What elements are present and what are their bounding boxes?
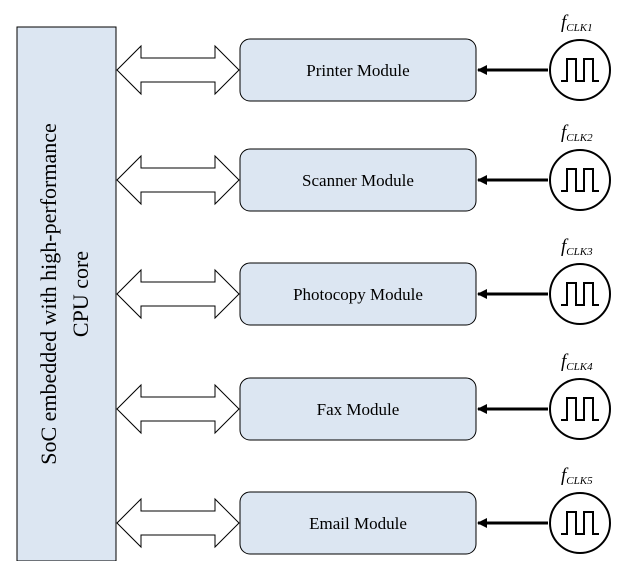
bidirectional-bus-arrow bbox=[116, 497, 240, 549]
clock-label-f: f bbox=[561, 122, 569, 143]
module-label: Scanner Module bbox=[302, 171, 414, 190]
bidirectional-bus-arrow bbox=[116, 268, 240, 320]
square-wave-icon bbox=[561, 282, 599, 306]
module-row: Email Module fCLK5 bbox=[116, 465, 611, 555]
clock-label-sub: CLK4 bbox=[566, 361, 593, 373]
soc-label-line2: CPU core bbox=[68, 251, 93, 337]
module-label: Photocopy Module bbox=[293, 285, 423, 304]
clock-label-f: f bbox=[561, 351, 569, 372]
module-row: Printer Module fCLK1 bbox=[116, 12, 611, 102]
clock-label-sub: CLK1 bbox=[566, 22, 592, 34]
clock-label: fCLK3 bbox=[561, 236, 593, 258]
square-wave-icon bbox=[561, 168, 599, 192]
module-row: Scanner Module fCLK2 bbox=[116, 122, 611, 212]
clock-label-sub: CLK5 bbox=[566, 475, 593, 487]
bidirectional-bus-arrow bbox=[116, 44, 240, 96]
square-wave-icon bbox=[561, 58, 599, 82]
clock-source-circle bbox=[549, 263, 611, 325]
module-box bbox=[239, 377, 477, 441]
clock-label-f: f bbox=[561, 236, 569, 257]
bidirectional-bus-arrow bbox=[116, 383, 240, 435]
clock-source-circle bbox=[549, 149, 611, 211]
soc-block bbox=[16, 26, 117, 561]
clock-source-circle bbox=[549, 39, 611, 101]
clock-label-sub: CLK2 bbox=[566, 132, 593, 144]
clock-label-f: f bbox=[561, 12, 569, 33]
clock-source-circle bbox=[549, 492, 611, 554]
square-wave-icon bbox=[561, 511, 599, 535]
clock-label-f: f bbox=[561, 465, 569, 486]
clock-label: fCLK4 bbox=[561, 351, 593, 373]
square-wave-icon bbox=[561, 397, 599, 421]
soc-label-line1: SoC embedded with high-performance bbox=[36, 123, 61, 465]
module-row: Photocopy Module fCLK3 bbox=[116, 236, 611, 326]
module-row: Fax Module fCLK4 bbox=[116, 351, 611, 441]
module-label: Fax Module bbox=[317, 400, 400, 419]
clock-label: fCLK1 bbox=[561, 12, 593, 34]
module-box bbox=[239, 38, 477, 102]
module-box bbox=[239, 262, 477, 326]
clock-source-circle bbox=[549, 378, 611, 440]
module-label: Printer Module bbox=[306, 61, 409, 80]
module-box bbox=[239, 148, 477, 212]
module-box bbox=[239, 491, 477, 555]
clock-label: fCLK2 bbox=[561, 122, 593, 144]
clock-label: fCLK5 bbox=[561, 465, 593, 487]
bidirectional-bus-arrow bbox=[116, 154, 240, 206]
module-label: Email Module bbox=[309, 514, 407, 533]
clock-label-sub: CLK3 bbox=[566, 246, 593, 258]
